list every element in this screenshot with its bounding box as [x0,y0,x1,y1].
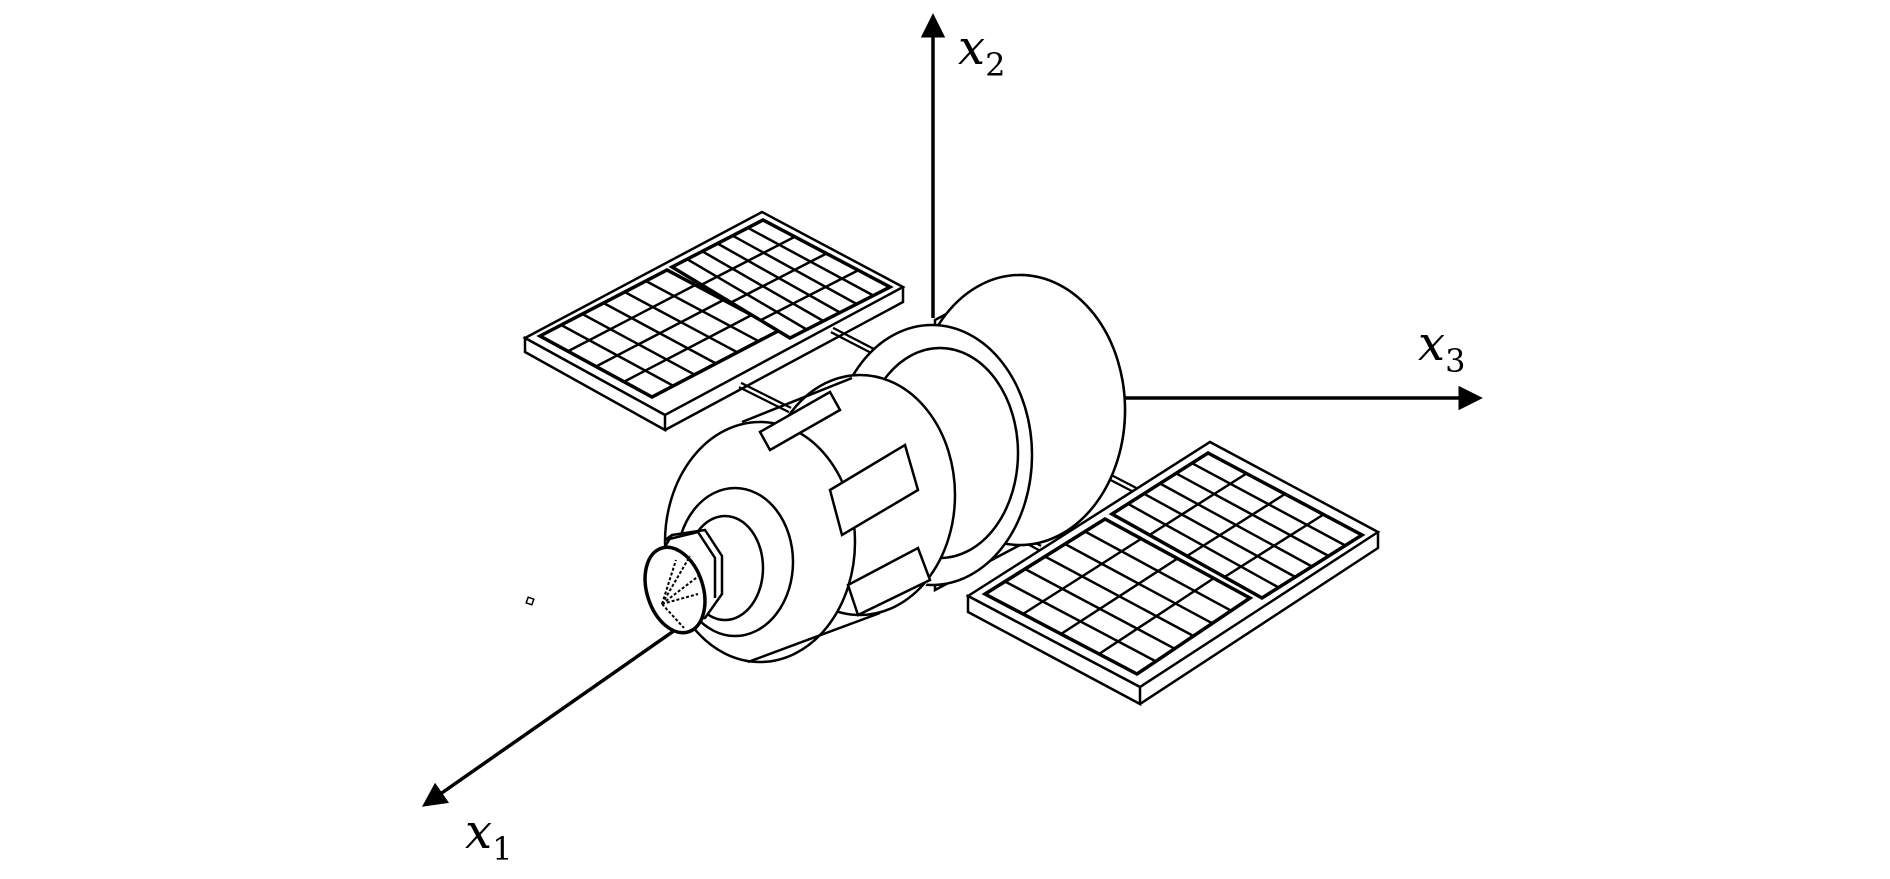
solar-cell-grid [668,218,894,341]
solar-cell-divider [623,313,753,383]
solar-cell-grid [981,516,1254,677]
solar-panel-lower-right [965,440,1381,707]
solar-cell-divider [1148,472,1248,537]
solar-cell-divider [595,298,725,368]
satellite-body [643,273,1127,676]
solar-cell-divider [700,235,796,286]
solar-cell-divider [567,283,696,353]
x1-axis-label: x1 [465,804,512,868]
solar-cell-divider [1060,557,1179,636]
solar-cell-divider [1223,513,1325,579]
solar-cell-divider [1186,492,1286,558]
solar-cell-grid [1108,450,1366,601]
solar-cell-divider [759,269,859,322]
x1-axis-line [421,626,680,807]
solar-cell-divider [730,252,828,304]
x2-axis-label: x2 [958,20,1005,84]
solar-cell-divider [1098,577,1215,656]
solar-cell-divider [1022,537,1142,616]
stray-mark [525,596,535,606]
antenna-feed-lines [661,555,701,629]
solar-panel-upper-left [522,210,906,433]
x3-axis-label: x3 [1418,316,1465,380]
